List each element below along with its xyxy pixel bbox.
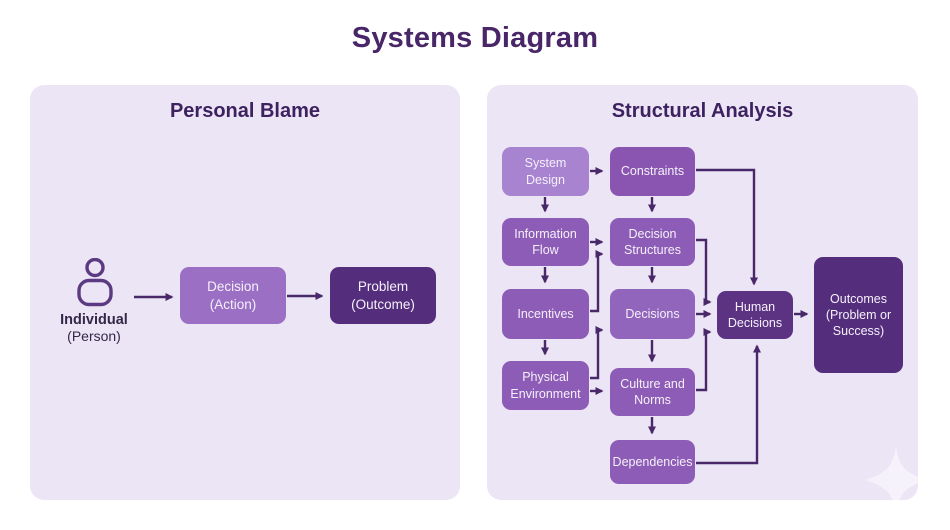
- sparkle-icon: [866, 446, 918, 500]
- node-dependencies-label: Dependencies: [612, 454, 693, 469]
- panel-structural-analysis-header: Structural Analysis: [611, 100, 794, 122]
- node-physical-environment-label: Physical Environment: [510, 370, 581, 401]
- node-incentives: Incentives: [502, 289, 589, 339]
- actor-name: Individual: [60, 312, 128, 328]
- panel-personal-blame-header: Personal Blame: [169, 100, 321, 122]
- node-decisions: Decisions: [610, 289, 695, 339]
- node-decisions-label: Decisions: [625, 306, 680, 321]
- node-system-design: System Design: [502, 147, 589, 196]
- node-human-decisions: Human Decisions: [717, 291, 793, 339]
- node-constraints: Constraints: [610, 147, 695, 196]
- node-decision-action: Decision (Action): [180, 267, 286, 324]
- node-incentives-label: Incentives: [517, 306, 574, 321]
- node-outcomes: Outcomes (Problem or Success): [814, 257, 903, 373]
- actor-individual: Individual (Person): [44, 258, 144, 344]
- node-culture-norms: Culture and Norms: [610, 368, 695, 416]
- node-constraints-label: Constraints: [620, 164, 685, 179]
- node-decision-structures-label: Decision Structures: [624, 226, 681, 257]
- node-decision-action-label: Decision (Action): [207, 278, 259, 312]
- node-information-flow-label: Information Flow: [514, 226, 577, 257]
- node-problem-outcome-label: Problem (Outcome): [351, 278, 415, 312]
- node-physical-environment: Physical Environment: [502, 361, 589, 410]
- node-system-design-label: System Design: [524, 156, 567, 187]
- person-icon: [77, 258, 113, 307]
- node-outcomes-label: Outcomes (Problem or Success): [825, 291, 892, 339]
- actor-subtitle: (Person): [67, 328, 121, 344]
- node-dependencies: Dependencies: [610, 440, 695, 484]
- node-information-flow: Information Flow: [502, 218, 589, 266]
- node-decision-structures: Decision Structures: [610, 218, 695, 266]
- page-title: Systems Diagram: [351, 22, 599, 54]
- node-human-decisions-label: Human Decisions: [727, 299, 783, 330]
- node-culture-norms-label: Culture and Norms: [620, 376, 685, 407]
- node-problem-outcome: Problem (Outcome): [330, 267, 436, 324]
